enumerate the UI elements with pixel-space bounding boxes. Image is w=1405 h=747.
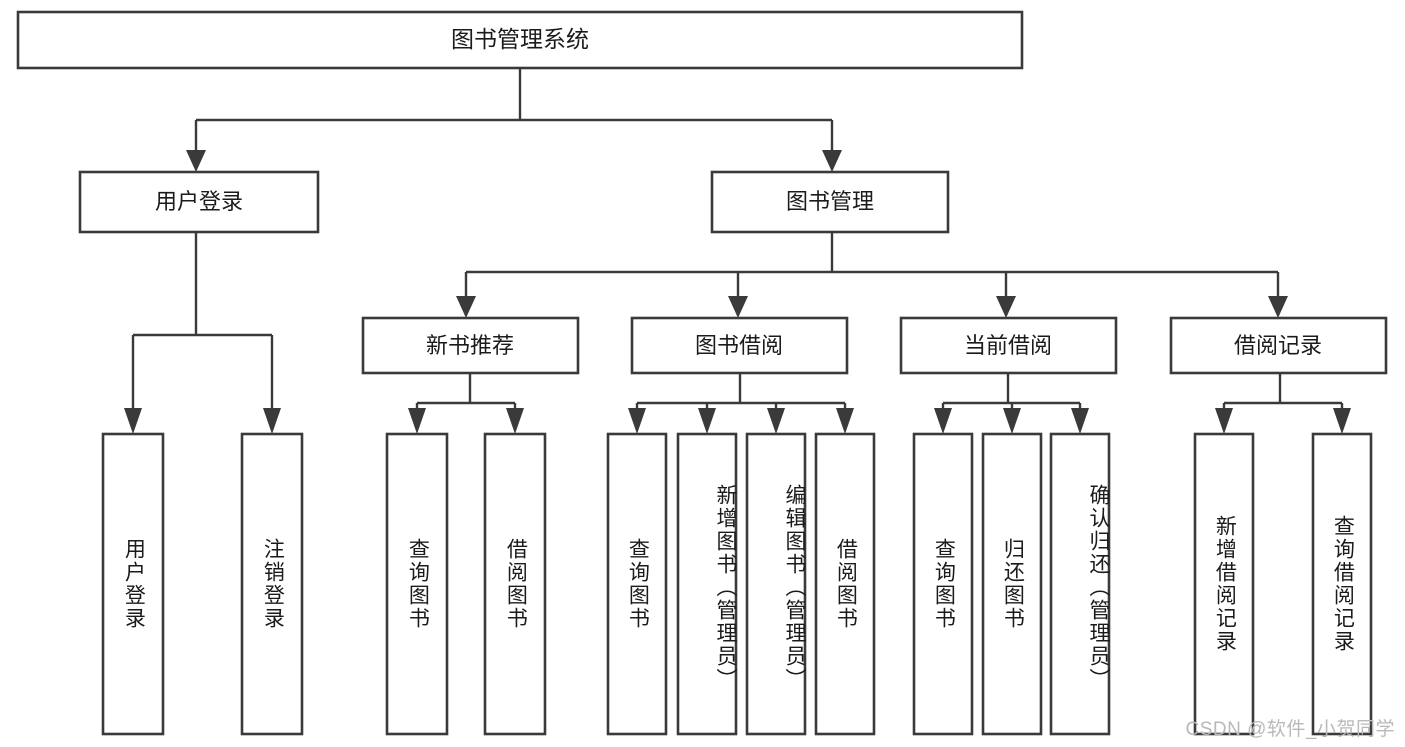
arrow-leaf-borrow-book-2 xyxy=(836,408,854,434)
arrow-to-user-login xyxy=(186,150,206,172)
node-leaf-add-book-box[interactable] xyxy=(676,432,738,736)
node-root-box[interactable] xyxy=(16,10,1024,70)
node-group: 图书管理系统 用户登录 图书管理 新书推荐 图书借阅 xyxy=(16,10,1388,736)
arrow-leaf-add-book xyxy=(698,408,716,434)
csdn-watermark: CSDN @软件_小贺同学 xyxy=(1185,719,1395,740)
arrow-leaf-query-record xyxy=(1333,408,1351,434)
arrow-leaf-query-book-3 xyxy=(934,408,952,434)
node-root[interactable]: 图书管理系统 xyxy=(16,10,1024,70)
node-user-login-label: 用户登录 xyxy=(155,189,243,214)
node-leaf-return-book-box[interactable] xyxy=(981,432,1043,736)
node-new-book-recommend-box[interactable] xyxy=(361,316,580,375)
arrow-to-current-borrow xyxy=(996,296,1016,318)
arrow-leaf-return-book xyxy=(1003,408,1021,434)
node-leaf-borrow-book-1-box[interactable] xyxy=(483,432,547,736)
node-borrow-record[interactable]: 借阅记录 xyxy=(1169,316,1388,375)
node-new-book-recommend-label: 新书推荐 xyxy=(426,333,514,358)
node-new-book-recommend[interactable]: 新书推荐 xyxy=(361,316,580,375)
node-leaf-borrow-book-2-box[interactable] xyxy=(814,432,876,736)
node-leaf-logout-box[interactable] xyxy=(240,432,304,736)
node-book-manage-box[interactable] xyxy=(710,170,950,234)
node-user-login[interactable]: 用户登录 xyxy=(78,170,320,234)
node-book-borrow-box[interactable] xyxy=(630,316,849,375)
node-leaf-query-book-3-box[interactable] xyxy=(912,432,974,736)
node-current-borrow-box[interactable] xyxy=(899,316,1118,375)
arrow-leaf-confirm-return xyxy=(1071,408,1089,434)
arrow-leaf-add-record xyxy=(1215,408,1233,434)
arrow-leaf-borrow-book-1 xyxy=(506,408,524,434)
arrow-to-book-borrow xyxy=(728,296,748,318)
node-current-borrow[interactable]: 当前借阅 xyxy=(899,316,1118,375)
node-root-label: 图书管理系统 xyxy=(451,26,589,52)
arrow-to-book-manage xyxy=(822,150,842,172)
node-leaf-user-login-box[interactable] xyxy=(101,432,165,736)
node-borrow-record-label: 借阅记录 xyxy=(1234,333,1322,358)
arrow-leaf-user-login xyxy=(124,408,142,434)
node-leaf-query-record-box[interactable] xyxy=(1311,432,1373,736)
node-current-borrow-label: 当前借阅 xyxy=(964,333,1052,358)
node-leaf-edit-book-box[interactable] xyxy=(745,432,807,736)
arrow-leaf-logout xyxy=(263,408,281,434)
arrow-leaf-query-book-2 xyxy=(628,408,646,434)
node-user-login-box[interactable] xyxy=(78,170,320,234)
node-book-borrow[interactable]: 图书借阅 xyxy=(630,316,849,375)
node-borrow-record-box[interactable] xyxy=(1169,316,1388,375)
node-book-borrow-label: 图书借阅 xyxy=(695,333,783,358)
arrow-leaf-edit-book xyxy=(767,408,785,434)
arrow-to-borrow-record xyxy=(1268,296,1288,318)
node-book-manage-label: 图书管理 xyxy=(786,189,874,214)
arrow-to-new-book-recommend xyxy=(456,296,476,318)
node-leaf-add-record-box[interactable] xyxy=(1193,432,1255,736)
arrow-leaf-query-book-1 xyxy=(408,408,426,434)
node-leaf-confirm-return-box[interactable] xyxy=(1049,432,1111,736)
node-book-manage[interactable]: 图书管理 xyxy=(710,170,950,234)
connector-group xyxy=(124,68,1351,434)
node-leaf-query-book-2-box[interactable] xyxy=(606,432,668,736)
node-leaf-query-book-1-box[interactable] xyxy=(385,432,449,736)
